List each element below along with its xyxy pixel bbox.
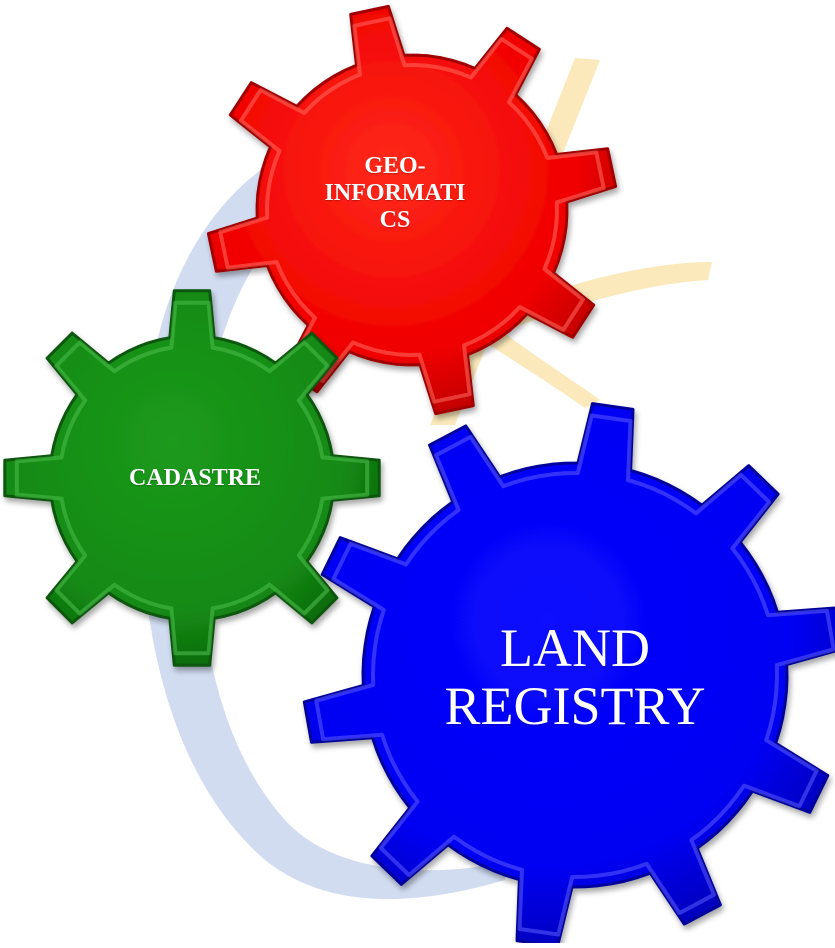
gear-land-body	[302, 402, 835, 948]
gear-cadastre-bevel	[14, 300, 370, 656]
gear-label-cadastre: CADASTRE	[128, 465, 262, 491]
gear-land	[302, 402, 835, 948]
gear-land-bevel	[314, 413, 835, 937]
gears-layer	[3, 4, 835, 948]
gear-cadastre	[3, 289, 381, 667]
gear-label-geo-informatics: GEO- INFORMATI CS	[324, 153, 466, 233]
gear-cadastre-body	[3, 289, 381, 667]
gear-label-land-registry: LAND REGISTRY	[444, 618, 706, 736]
logo-accent-lower	[485, 330, 600, 408]
gear-geo-bevel	[218, 16, 606, 404]
gear-geo	[206, 4, 618, 416]
